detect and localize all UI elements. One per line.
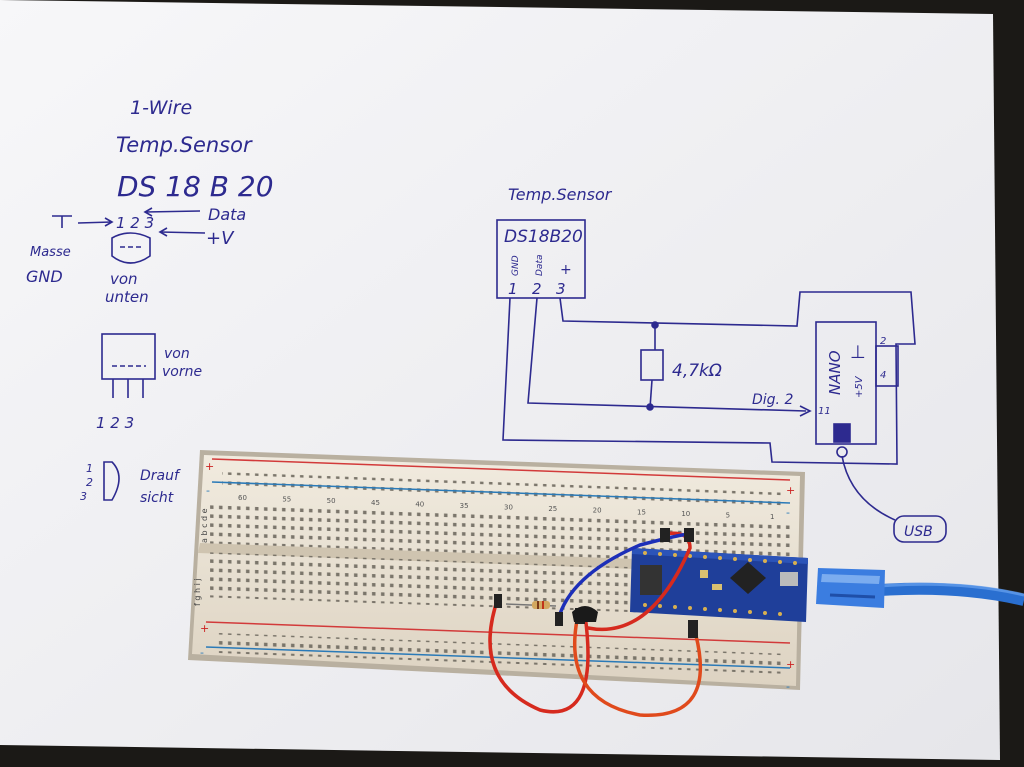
nano-usb-port (833, 423, 851, 443)
arrow-vplus-icon (159, 231, 206, 234)
bottom-red-rail (205, 621, 791, 644)
sensor-pin-data: Data (535, 255, 545, 277)
sketch-from-front-2: vorne (162, 364, 202, 380)
column-number: 20 (593, 507, 602, 515)
row-letters-bottom: f g h i j (193, 578, 202, 606)
nano-5v-label: +5V (854, 375, 865, 398)
junction-dot (651, 321, 659, 329)
sketch-gnd-label: GND (26, 267, 63, 286)
nano-label: NANO (826, 350, 844, 395)
sensor-pin-gnd: GND (511, 255, 521, 276)
column-number: 60 (238, 494, 247, 502)
nano-gnd-label: ⊥ (850, 342, 866, 363)
rail-plus-top-right: + (786, 484, 795, 497)
dig-arrow-icon (799, 405, 812, 417)
sketch-pins-top: 1 2 3 (116, 214, 154, 232)
sketch-top-pin-3: 3 (80, 490, 87, 503)
sensor-bottom-view (111, 232, 151, 264)
sketch-from-front-1: von (164, 346, 190, 362)
sketch-top-view-2: sicht (140, 490, 174, 506)
arrow-data-icon (144, 210, 201, 213)
arrow-gnd-icon (77, 221, 113, 224)
sensor-pin-plus: + (560, 262, 572, 278)
usb-cable (816, 568, 1024, 608)
nano-pin2: 2 (880, 336, 886, 347)
sketch-top-pin-1: 1 (86, 462, 93, 475)
column-number: 45 (371, 499, 380, 507)
nano-pin4: 4 (880, 370, 886, 381)
column-number: 25 (548, 505, 557, 513)
top-blue-rail (211, 481, 791, 504)
sketch-part-name: DS 18 B 20 (117, 170, 274, 203)
column-number: 30 (504, 504, 513, 512)
nano-mcu-chip (730, 562, 766, 594)
sensor-pin-num-1: 1 (508, 280, 518, 298)
column-number: 10 (681, 510, 690, 518)
usb-cable-line (841, 455, 896, 521)
column-number: 35 (460, 502, 469, 510)
sensor-pin-num-3: 3 (556, 280, 566, 298)
sketch-title-sensor: Temp.Sensor (116, 133, 253, 157)
usb-label: USB (904, 524, 933, 540)
column-number: 40 (415, 500, 424, 508)
row-letters-top: a b c d e (200, 508, 209, 543)
resistor-label: 4,7kΩ (672, 361, 722, 381)
sketch-top-view-1: Drauf (140, 468, 181, 484)
sketch-title-1wire: 1-Wire (130, 97, 192, 119)
jumper-wires (488, 528, 703, 717)
sensor-part-label: DS18B20 (504, 227, 583, 247)
sketch-top-pin-2: 2 (86, 476, 93, 489)
rail-minus-bottom-right: - (786, 680, 790, 693)
rail-minus-top-right: - (786, 506, 790, 519)
board-components (505, 601, 598, 622)
rail-plus-top: + (205, 460, 214, 473)
column-number: 55 (282, 496, 291, 504)
resistor-on-board (532, 601, 550, 609)
top-red-rail (211, 458, 791, 481)
nano-header (640, 565, 662, 595)
rail-minus-bottom: - (200, 646, 204, 659)
usb-box (893, 515, 947, 543)
dig-label: Dig. 2 (752, 392, 793, 408)
nano-usb-socket (780, 572, 798, 586)
column-number: 50 (327, 497, 336, 505)
rail-plus-bottom-right: + (786, 658, 795, 671)
sketch-from-below-1: von (110, 270, 138, 288)
column-numbers: 60 55 50 45 40 35 30 25 20 15 10 5 1 (238, 494, 774, 521)
schematic: Temp.Sensor DS18B20 GND Data + 1 2 3 4,7… (496, 185, 947, 543)
sensor-top-view (103, 461, 120, 501)
column-number: 1 (770, 513, 774, 521)
column-number: 5 (726, 511, 730, 519)
sketch-vplus-label: +V (206, 228, 235, 249)
column-number: 15 (637, 508, 646, 516)
ds18b20-on-board (572, 606, 598, 622)
schematic-wires (502, 291, 916, 465)
sketch-left: 1-Wire Temp.Sensor DS 18 B 20 Masse GND … (26, 97, 274, 506)
rail-plus-bottom: + (200, 622, 209, 635)
rail-minus-top: - (206, 484, 210, 497)
sketch-data-label: Data (208, 205, 246, 224)
nano-pin-in: 11 (818, 406, 831, 417)
sketch-pins-front: 1 2 3 (96, 414, 134, 432)
arduino-nano (630, 548, 808, 622)
red-wire-1 (488, 596, 590, 714)
sketch-mass-label: Masse (30, 245, 71, 260)
usb-plug (816, 568, 885, 608)
schematic-title: Temp.Sensor (508, 185, 613, 204)
sensor-box (496, 219, 586, 299)
sensor-pin-num-2: 2 (532, 280, 542, 298)
red-wire-2 (573, 613, 703, 717)
blue-wire (556, 532, 690, 622)
bottom-blue-rail (205, 646, 791, 669)
sketch-from-below-2: unten (105, 288, 149, 306)
